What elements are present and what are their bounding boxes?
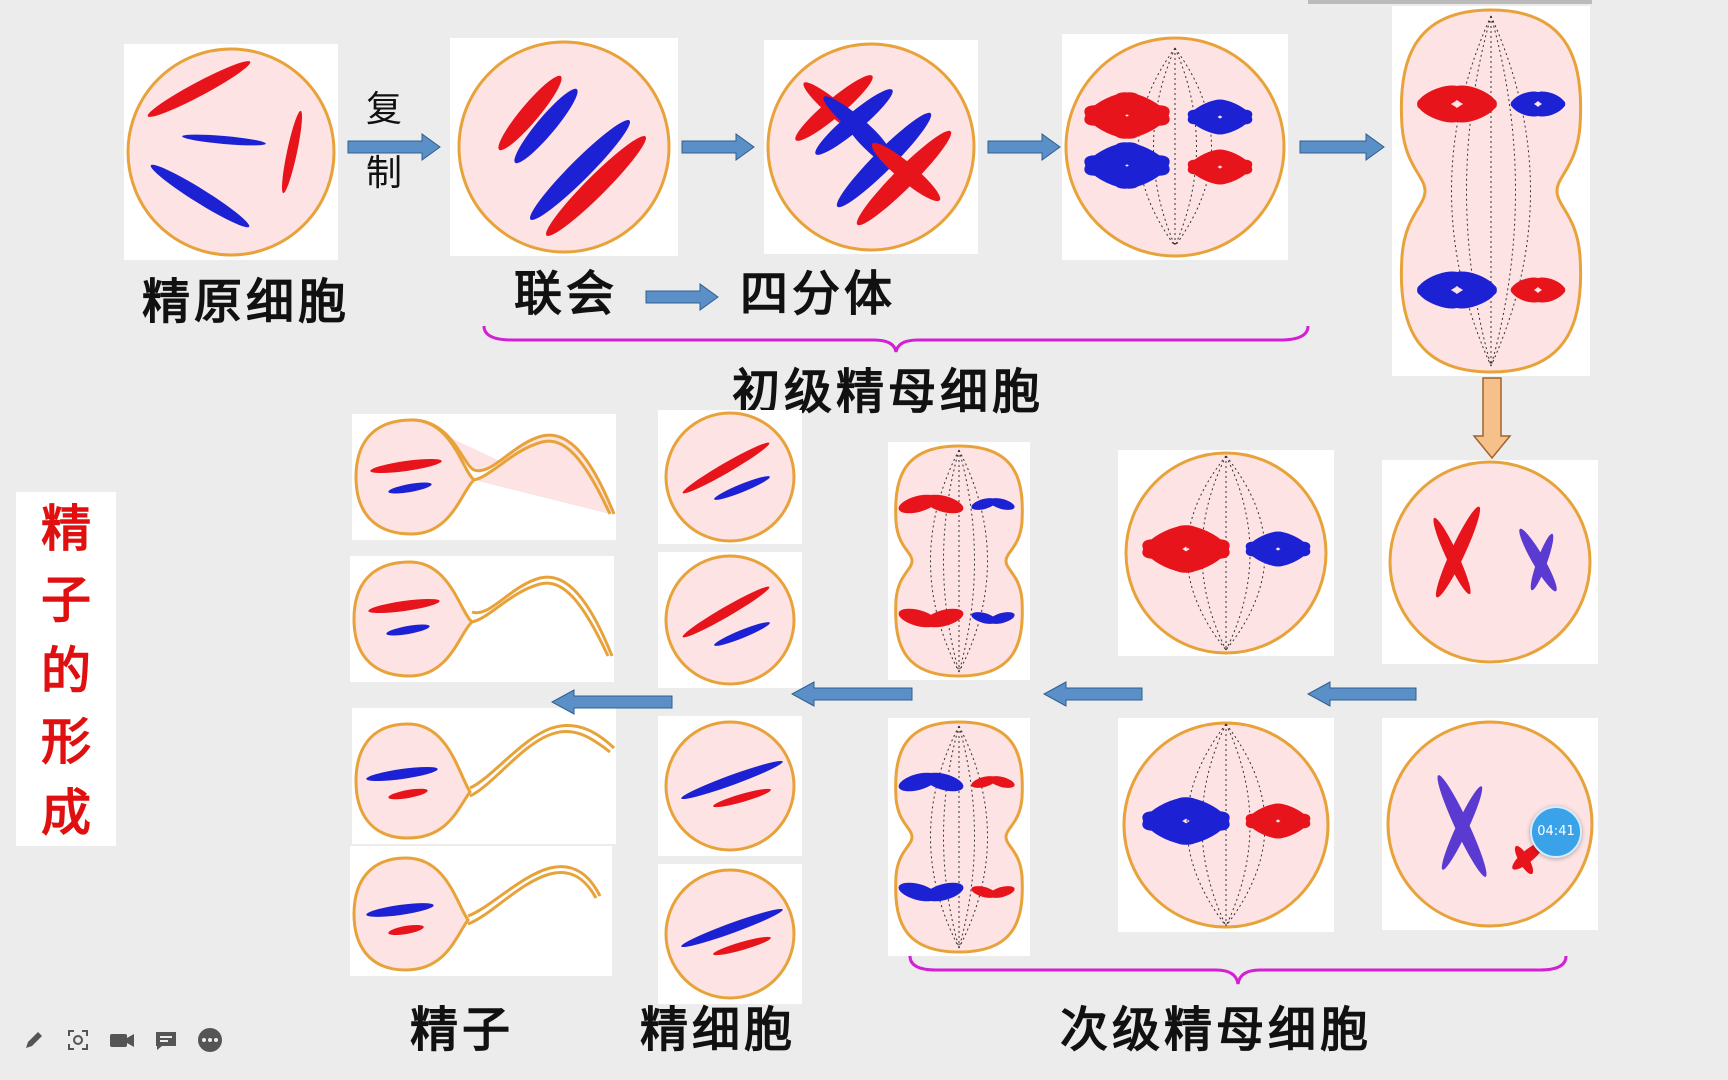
sperm-1 bbox=[352, 414, 616, 540]
label-spermatogonium: 精原细胞 bbox=[142, 274, 351, 330]
pen-icon[interactable] bbox=[20, 1026, 48, 1054]
arrow-down-orange bbox=[1472, 377, 1512, 460]
cell-secondary-metaphase-red bbox=[1118, 450, 1334, 656]
chat-icon[interactable] bbox=[152, 1026, 180, 1054]
brace-secondary bbox=[908, 955, 1568, 985]
brace-primary bbox=[482, 325, 1310, 353]
screenshot-icon[interactable] bbox=[64, 1026, 92, 1054]
label-copy-2: 制 bbox=[366, 153, 403, 194]
side-title-char: 的 bbox=[41, 642, 91, 700]
label-secondary-spermatocyte: 次级精母细胞 bbox=[1060, 1002, 1373, 1058]
cell-tetrad bbox=[764, 40, 978, 254]
sperm-2 bbox=[350, 556, 614, 682]
side-title-char: 形 bbox=[41, 713, 91, 771]
side-title: 精 子 的 形 成 bbox=[16, 492, 116, 846]
side-title-char: 子 bbox=[41, 571, 91, 629]
label-sperm: 精子 bbox=[410, 1002, 515, 1058]
label-spermatid: 精细胞 bbox=[640, 1002, 797, 1058]
cell-secondary-metaphase-blue bbox=[1118, 718, 1334, 932]
cell-metaphase-1 bbox=[1062, 34, 1288, 260]
side-title-char: 精 bbox=[41, 500, 91, 558]
spermatid-3 bbox=[658, 716, 802, 856]
arrow-to-tetrad bbox=[681, 133, 755, 161]
more-icon[interactable] bbox=[196, 1026, 224, 1054]
spermatid-1 bbox=[658, 410, 802, 544]
spermatid-4 bbox=[658, 864, 802, 1004]
label-primary-spermatocyte: 初级精母细胞 bbox=[732, 364, 1045, 420]
arrow-to-spermatid bbox=[790, 681, 913, 707]
label-copy-1: 复 bbox=[366, 89, 403, 130]
cell-spermatogonium bbox=[124, 44, 338, 260]
arrow-to-metaphase-1 bbox=[987, 133, 1061, 161]
sperm-3 bbox=[352, 708, 616, 844]
cell-secondary-anaphase-top bbox=[888, 442, 1030, 680]
camera-icon[interactable] bbox=[108, 1026, 136, 1054]
arrow-to-anaphase-1 bbox=[1299, 133, 1385, 161]
arrow-synapsis-to-tetrad bbox=[645, 283, 719, 311]
presenter-toolbar bbox=[0, 1022, 224, 1058]
arrow-to-sperm bbox=[550, 689, 673, 715]
sperm-4 bbox=[350, 846, 612, 976]
spermatid-2 bbox=[658, 552, 802, 688]
recording-timer[interactable]: 04:41 bbox=[1530, 806, 1582, 858]
cell-anaphase-1 bbox=[1392, 6, 1590, 376]
label-synapsis: 联会 bbox=[514, 266, 619, 322]
cell-secondary-prophase-red bbox=[1382, 460, 1598, 664]
arrow-replication bbox=[347, 133, 441, 161]
cell-secondary-anaphase-bottom bbox=[888, 718, 1030, 956]
arrow-to-secondary-metaphase bbox=[1306, 681, 1417, 707]
window-top-edge bbox=[1308, 0, 1592, 4]
arrow-to-secondary-anaphase bbox=[1042, 681, 1143, 707]
label-tetrad: 四分体 bbox=[740, 266, 897, 322]
side-title-char: 成 bbox=[41, 784, 91, 842]
cell-synapsis bbox=[450, 38, 678, 256]
